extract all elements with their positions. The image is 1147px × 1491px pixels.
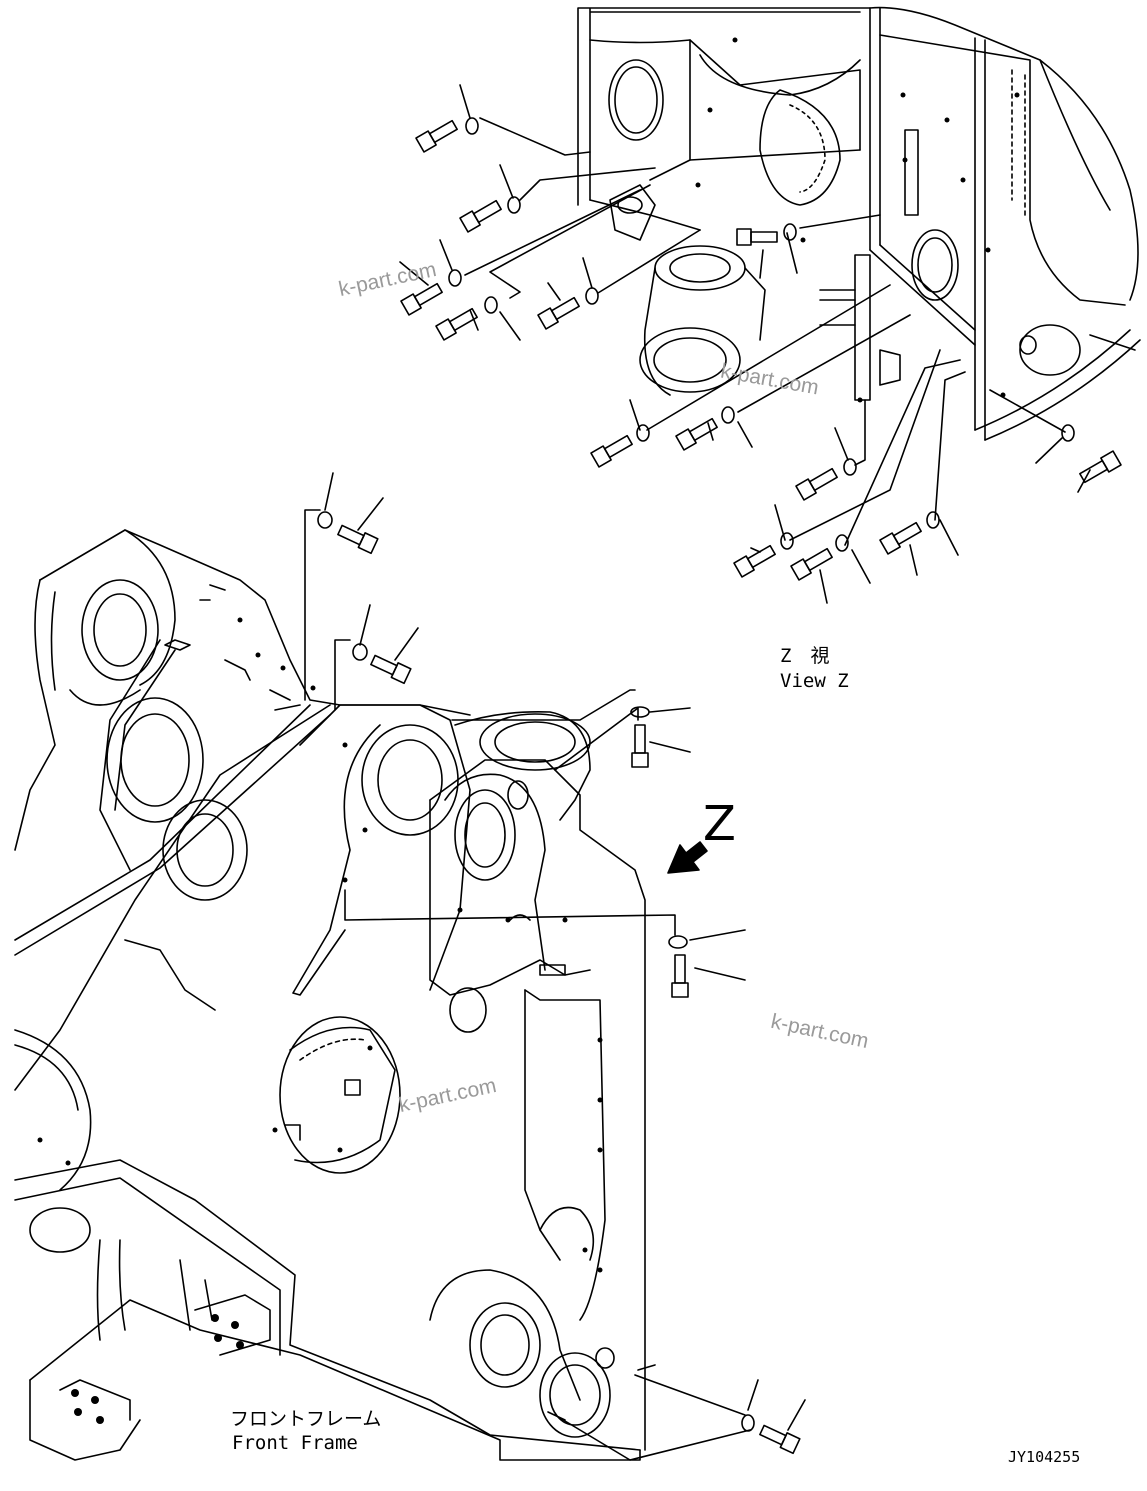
front-frame: [14, 529, 646, 1461]
view-z-leaders: [399, 84, 1136, 604]
front-frame-label-en: Front Frame: [232, 1432, 358, 1454]
view-z-fasteners: [400, 117, 1122, 581]
front-frame-label-jp: フロントフレーム: [230, 1408, 382, 1430]
arrow-z-label: Z: [703, 796, 736, 852]
view-z-label-en: View Z: [780, 670, 849, 692]
view-z-frame: [577, 6, 1141, 441]
front-frame-fasteners: [317, 511, 801, 1455]
z-view-arrow: [667, 841, 708, 874]
drawing-number: JY104255: [1008, 1448, 1081, 1466]
front-frame-leaders: [304, 472, 806, 1461]
view-z-label-jp: Z 視: [780, 645, 830, 667]
